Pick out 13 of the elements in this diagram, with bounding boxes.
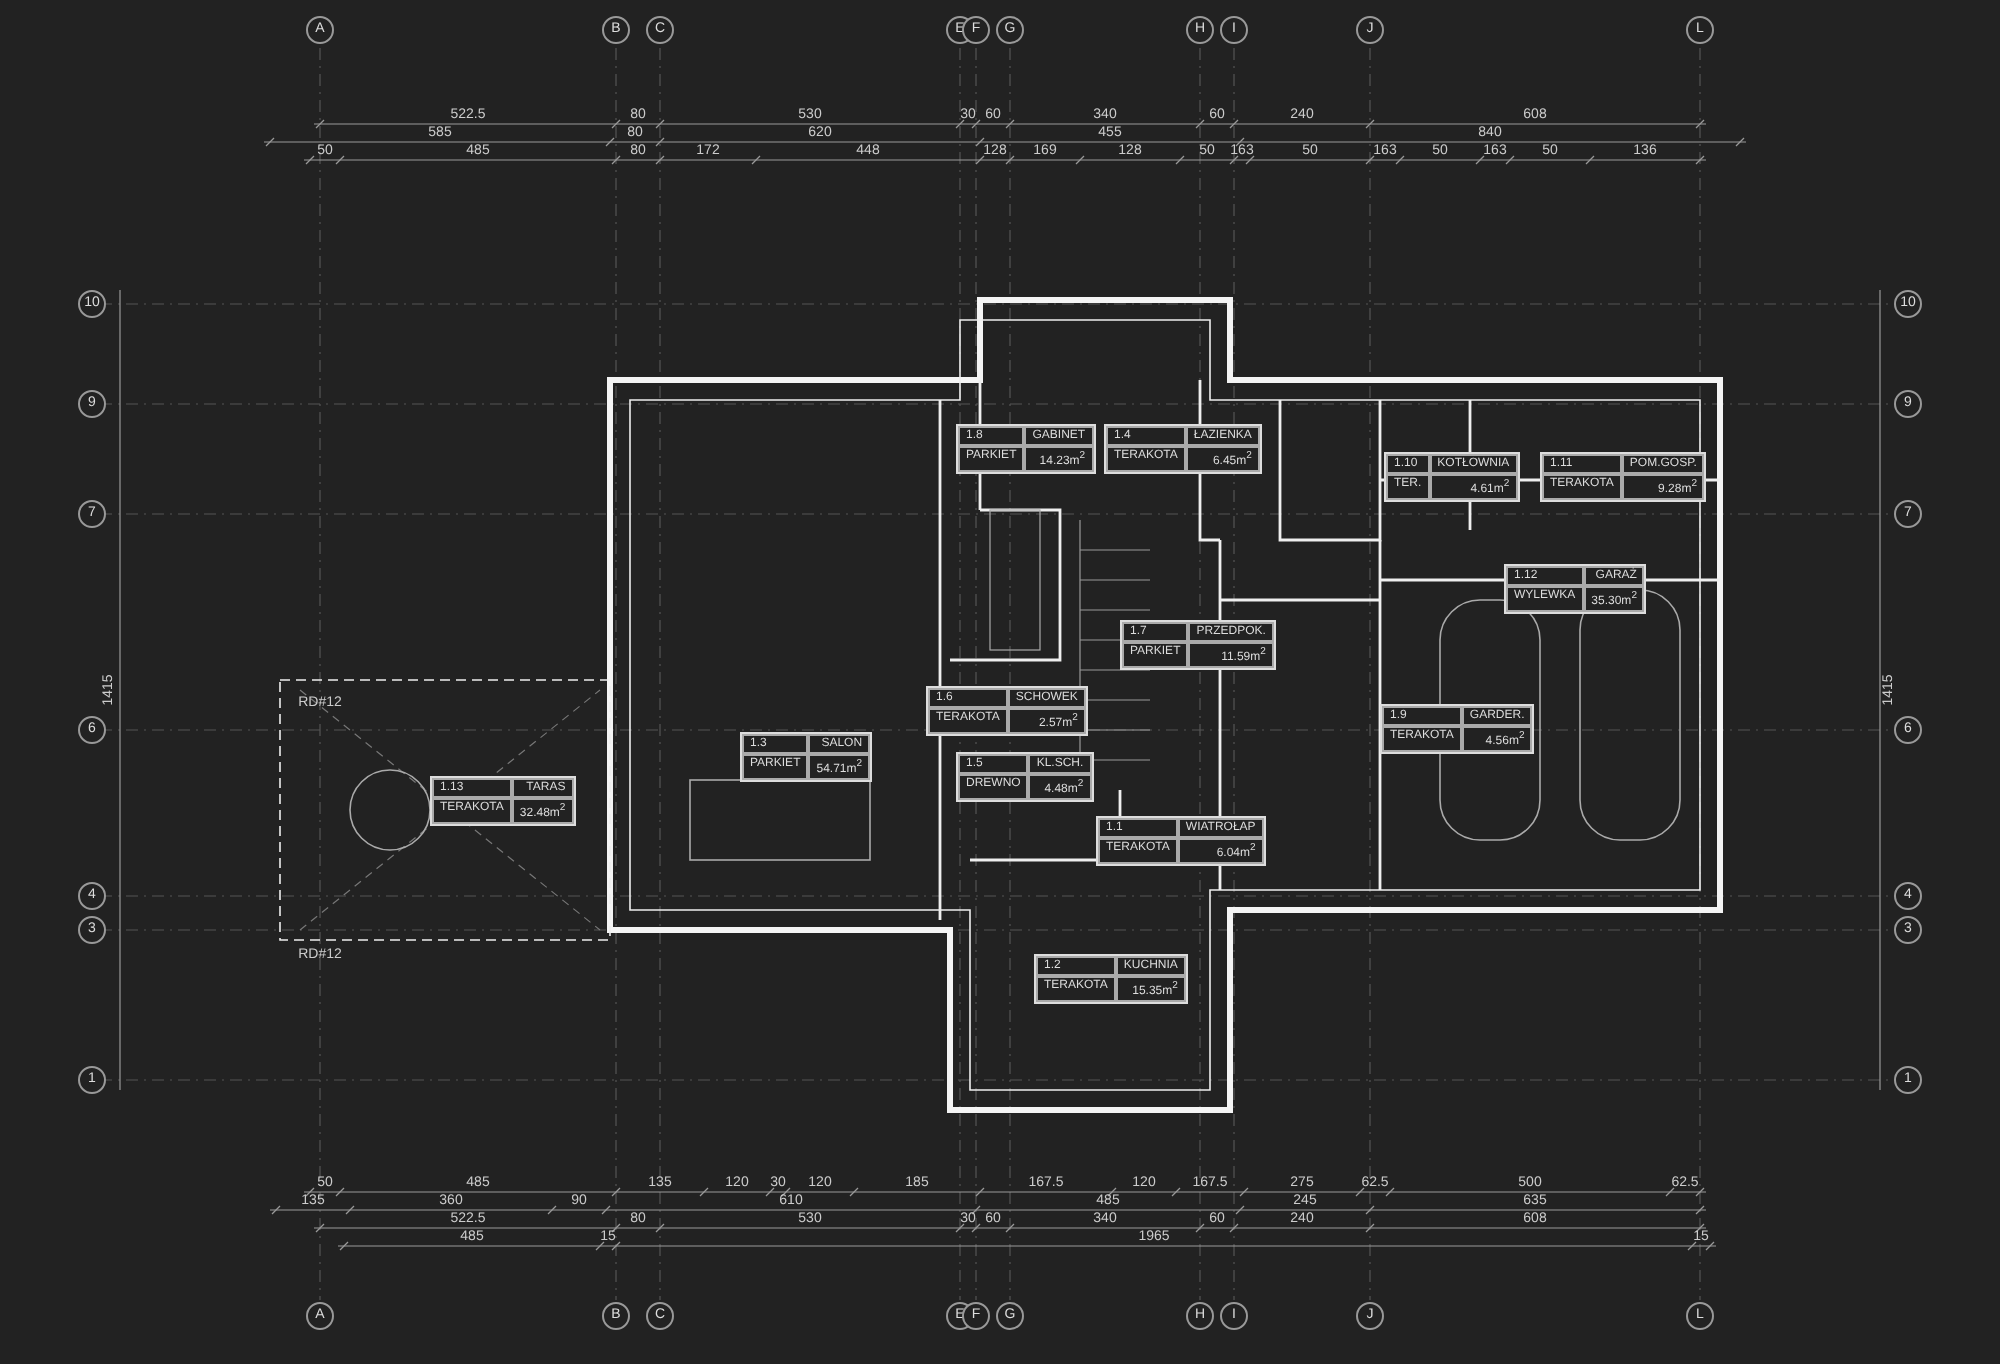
room-tag: [1540, 452, 1707, 502]
room-tag: [1096, 816, 1266, 866]
room-tag: [740, 732, 873, 782]
room-tag: [1034, 954, 1188, 1004]
room-tag: [926, 686, 1088, 736]
room-tag: [1104, 424, 1262, 474]
room-tag: [956, 424, 1096, 474]
room-tag: [1384, 452, 1520, 502]
room-tag: [956, 752, 1094, 802]
room-tag: [1380, 704, 1535, 754]
room-tag: [1120, 620, 1276, 670]
room-tag: [430, 776, 576, 826]
room-tag: [1504, 564, 1647, 614]
